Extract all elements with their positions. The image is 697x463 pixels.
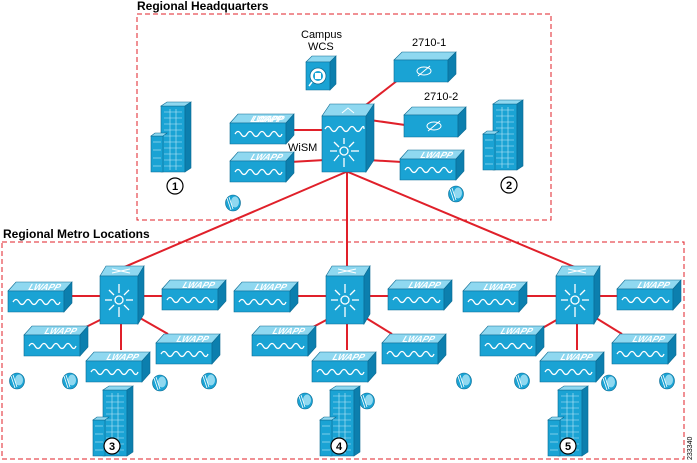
metro3-access-point-lower-left-icon xyxy=(23,325,89,357)
building-3-badge: 3 xyxy=(103,437,121,455)
building-4-badge: 4 xyxy=(330,437,348,455)
building-4-number: 4 xyxy=(336,441,343,453)
metro3-access-point-right-icon xyxy=(161,279,227,311)
metro4-client-2-icon xyxy=(359,392,375,410)
building-1-number: 1 xyxy=(172,181,178,193)
building-2-number: 2 xyxy=(506,180,512,192)
metro3-client-3-icon xyxy=(152,374,168,392)
building-1-badge: 1 xyxy=(166,177,184,195)
building-2-icon xyxy=(482,99,524,171)
building-5-badge: 5 xyxy=(559,437,577,455)
metro4-access-point-lower-center-icon xyxy=(311,351,377,383)
metro5-access-point-lower-left-icon xyxy=(479,325,545,357)
metro3-client-1-icon xyxy=(9,372,25,390)
building-number-badges: 1 2 3 4 5 xyxy=(103,176,577,455)
metro3-switch-icon xyxy=(99,265,145,325)
wcs-label-line1: Campus xyxy=(301,29,342,41)
metro4-access-point-lower-right-icon xyxy=(381,333,447,365)
metro5-switch-icon xyxy=(555,265,601,325)
figure-id: 233340 xyxy=(687,437,694,460)
metro5-client-4-icon xyxy=(659,372,675,390)
building-5-number: 5 xyxy=(565,441,571,453)
wcs-label-line2: WCS xyxy=(308,41,334,53)
hq-client-2-icon xyxy=(448,185,464,203)
metro5-access-point-right-icon xyxy=(616,279,682,311)
ap-label: LWAPP xyxy=(251,114,287,124)
building-2-badge: 2 xyxy=(500,176,518,194)
metro3-access-point-lower-center-icon xyxy=(85,351,151,383)
headquarters-region-title: Regional Headquarters xyxy=(137,0,269,13)
wcs-server-icon xyxy=(305,55,337,91)
hq-client-1-icon xyxy=(225,194,241,212)
server-2710-1-icon xyxy=(393,51,457,83)
building-1-icon xyxy=(150,101,192,173)
server-2710-2-label: 2710-2 xyxy=(424,91,458,103)
metro5-client-2-icon xyxy=(514,372,530,390)
headquarters-region-boundary xyxy=(136,13,552,221)
metro3-access-point-left-icon xyxy=(7,281,73,313)
metro5-client-1-icon xyxy=(456,372,472,390)
metro3-client-2-icon xyxy=(62,372,78,390)
metro5-client-3-icon xyxy=(601,374,617,392)
wism-label: WiSM xyxy=(288,142,317,154)
metro3-access-point-lower-right-icon xyxy=(155,333,221,365)
wism-switch-icon xyxy=(321,103,375,173)
hq-access-point-3-icon xyxy=(399,149,465,181)
metro5-access-point-lower-center-icon xyxy=(539,351,605,383)
metro5-access-point-left-icon xyxy=(462,281,528,313)
metro4-switch-icon xyxy=(325,265,371,325)
metro3-client-4-icon xyxy=(201,372,217,390)
metro5-access-point-lower-right-icon xyxy=(611,333,677,365)
hq-access-point-2-icon xyxy=(229,151,295,183)
metro-region-boundary xyxy=(1,241,685,460)
server-2710-1-label: 2710-1 xyxy=(412,37,446,49)
metro4-access-point-left-icon xyxy=(233,281,299,313)
metro4-client-1-icon xyxy=(297,392,313,410)
ap-labels: LWAPP xyxy=(251,114,287,124)
metro4-access-point-lower-left-icon xyxy=(251,325,317,357)
metro-region-title: Regional Metro Locations xyxy=(3,227,150,241)
server-2710-2-icon xyxy=(403,106,467,138)
building-3-number: 3 xyxy=(109,441,115,453)
metro4-access-point-right-icon xyxy=(387,279,453,311)
